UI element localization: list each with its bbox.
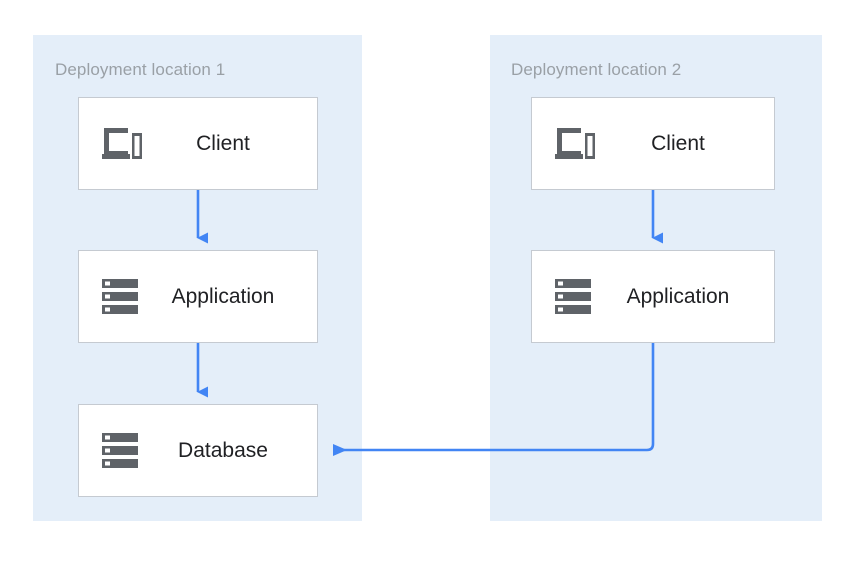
server-stack-icon xyxy=(99,274,145,320)
node-label: Client xyxy=(651,131,705,155)
node-label: Client xyxy=(196,131,250,155)
node-database-location-1[interactable]: Database xyxy=(78,404,318,497)
node-application-location-1[interactable]: Application xyxy=(78,250,318,343)
zone-2-label: Deployment location 2 xyxy=(511,60,682,79)
node-application-location-2[interactable]: Application xyxy=(531,250,775,343)
node-client-location-2[interactable]: Client xyxy=(531,97,775,190)
node-label: Application xyxy=(626,284,730,308)
node-client-location-1[interactable]: Client xyxy=(78,97,318,190)
server-stack-icon xyxy=(552,274,598,320)
node-label: Database xyxy=(178,438,268,462)
server-stack-icon xyxy=(99,428,145,474)
node-label: Application xyxy=(171,284,275,308)
client-devices-icon xyxy=(552,121,598,167)
client-devices-icon xyxy=(99,121,145,167)
zone-1-label: Deployment location 1 xyxy=(55,60,226,79)
